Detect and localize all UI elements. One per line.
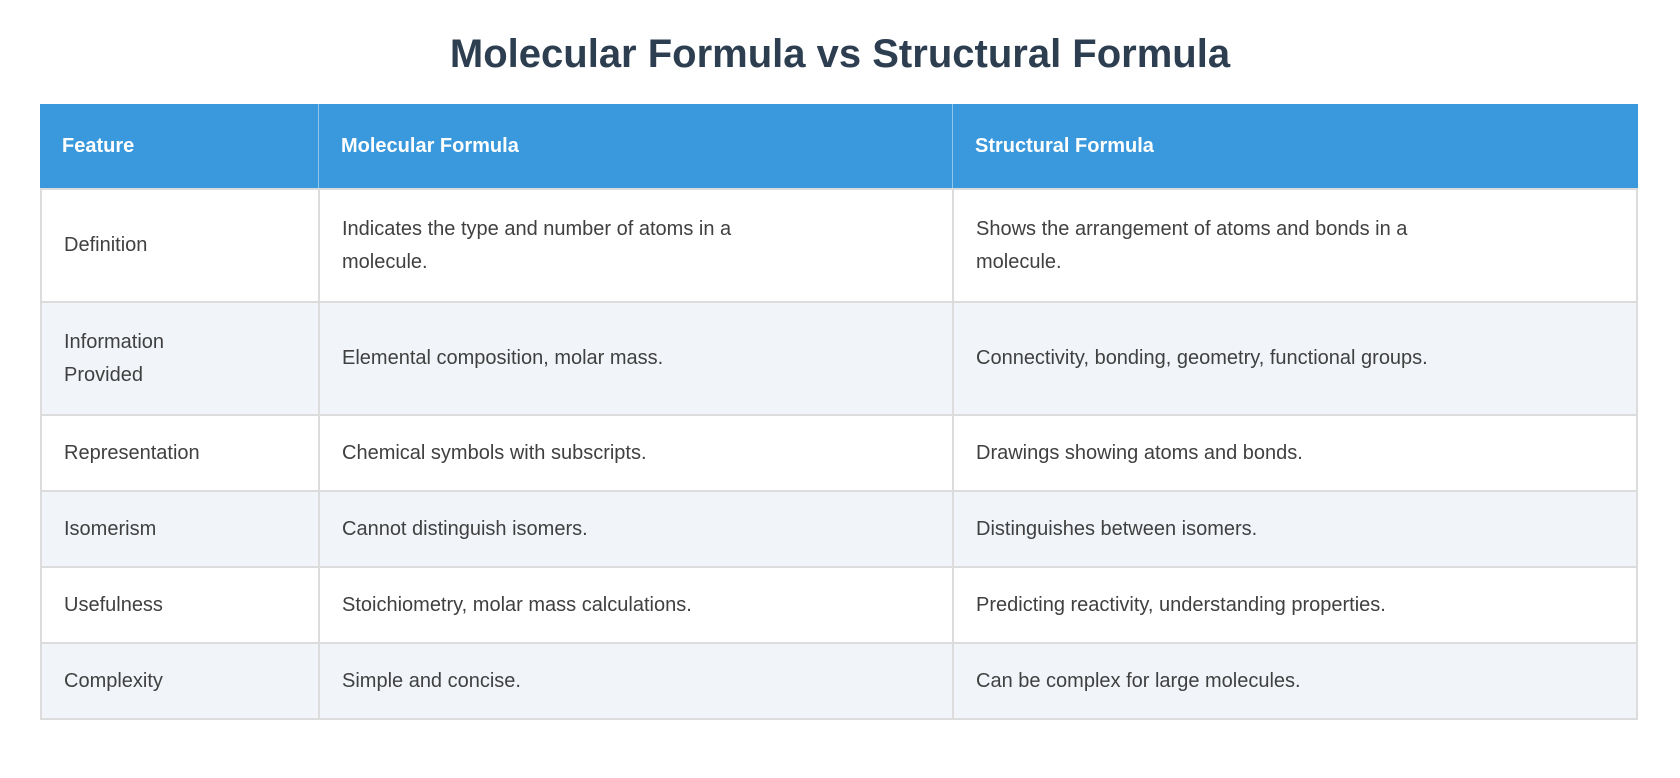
table-header-row: Feature Molecular Formula Structural For… [40,104,1638,188]
cell-feature: Usefulness [42,568,318,642]
cell-structural-formula: Connectivity, bonding, geometry, functio… [954,303,1636,414]
cell-feature: Isomerism [42,492,318,566]
cell-structural-formula: Drawings showing atoms and bonds. [954,416,1636,490]
cell-feature: Definition [42,190,318,301]
table-row-representation: Representation Chemical symbols with sub… [42,416,1636,490]
table-row-definition: Definition Indicates the type and number… [42,190,1636,301]
comparison-table: Feature Molecular Formula Structural For… [40,104,1638,720]
cell-molecular-formula: Chemical symbols with subscripts. [320,416,952,490]
cell-feature: Information Provided [42,303,318,414]
cell-structural-formula: Shows the arrangement of atoms and bonds… [954,190,1636,301]
column-header-structural-formula: Structural Formula [952,104,1638,188]
column-header-molecular-formula: Molecular Formula [318,104,952,188]
cell-molecular-formula: Cannot distinguish isomers. [320,492,952,566]
page-title: Molecular Formula vs Structural Formula [449,32,1231,76]
table-row-usefulness: Usefulness Stoichiometry, molar mass cal… [42,568,1636,642]
column-header-feature: Feature [62,134,135,157]
cell-molecular-formula: Indicates the type and number of atoms i… [320,190,952,301]
table-body: Definition Indicates the type and number… [40,188,1638,720]
cell-feature: Complexity [42,644,318,718]
cell-molecular-formula: Simple and concise. [320,644,952,718]
table-row-complexity: Complexity Simple and concise. Can be co… [42,644,1636,718]
cell-structural-formula: Predicting reactivity, understanding pro… [954,568,1636,642]
cell-molecular-formula: Stoichiometry, molar mass calculations. [320,568,952,642]
table-row-isomerism: Isomerism Cannot distinguish isomers. Di… [42,492,1636,566]
table-row-information-provided: Information Provided Elemental compositi… [42,303,1636,414]
cell-feature: Representation [42,416,318,490]
cell-structural-formula: Distinguishes between isomers. [954,492,1636,566]
cell-molecular-formula: Elemental composition, molar mass. [320,303,952,414]
cell-structural-formula: Can be complex for large molecules. [954,644,1636,718]
